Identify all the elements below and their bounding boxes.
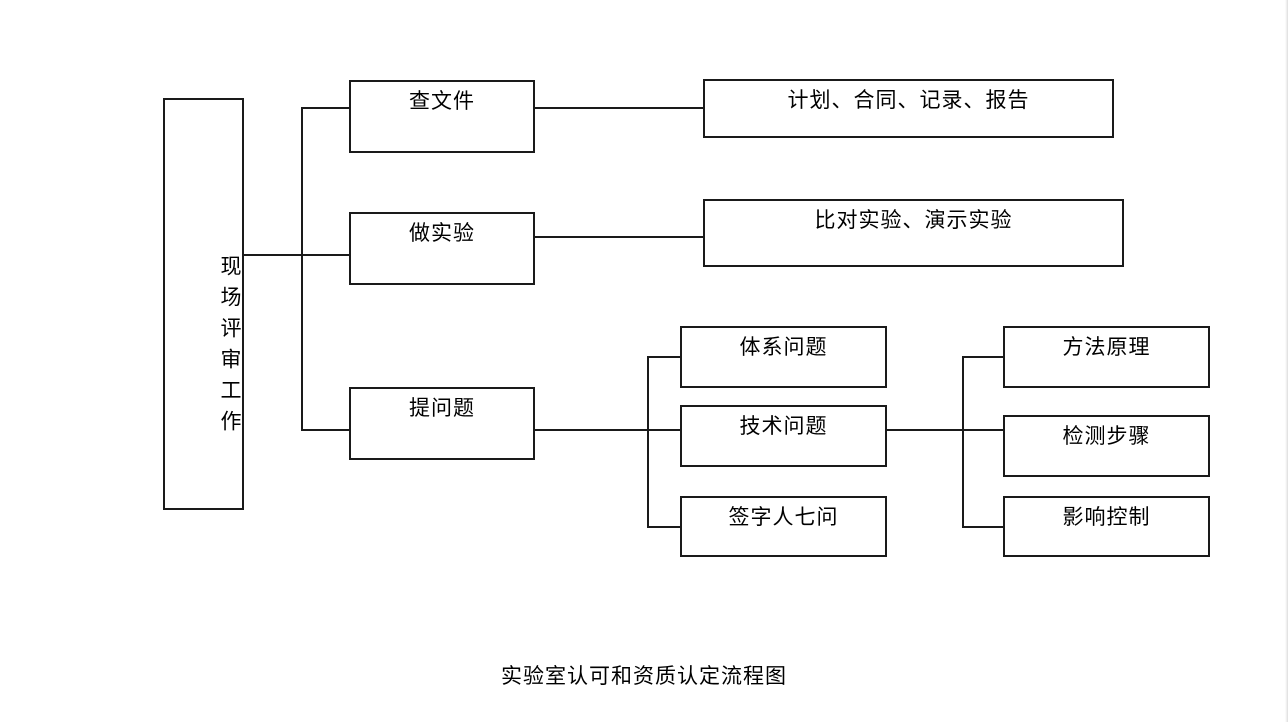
connector-bracket-level1 — [301, 107, 303, 431]
connector-bracket1-to-check-documents — [301, 107, 350, 109]
node-label: 技术问题 — [739, 414, 828, 438]
connector-technical-issues-to-bracket3 — [887, 429, 964, 431]
node-label: 现场评审工作 — [218, 255, 242, 441]
connector-bracket1-to-ask-questions — [301, 429, 350, 431]
node-method-principle[interactable]: 方法原理 — [1003, 326, 1210, 388]
connector-bracket3-to-test-steps — [962, 429, 1004, 431]
node-label: 检测步骤 — [1062, 424, 1151, 448]
node-influence-control[interactable]: 影响控制 — [1003, 496, 1210, 557]
node-technical-issues[interactable]: 技术问题 — [680, 405, 887, 467]
node-system-issues[interactable]: 体系问题 — [680, 326, 887, 388]
node-root-onsite-review[interactable]: 现场评审工作 — [163, 98, 244, 510]
connector-bracket2-to-technical-issues — [647, 429, 681, 431]
node-label: 计划、合同、记录、报告 — [787, 88, 1030, 112]
connector-do-experiment-to-comparison — [535, 236, 703, 238]
node-label: 查文件 — [409, 89, 475, 113]
connector-bracket3-to-method-principle — [962, 356, 1004, 358]
node-label: 方法原理 — [1062, 335, 1151, 359]
node-ask-questions[interactable]: 提问题 — [349, 387, 535, 460]
connector-bracket1-to-do-experiment — [301, 254, 350, 256]
connector-ask-questions-to-bracket2 — [535, 429, 649, 431]
node-label: 签字人七问 — [728, 505, 839, 529]
connector-check-documents-to-plan-records — [535, 107, 703, 109]
connector-root-to-bracket1 — [243, 254, 303, 256]
node-label: 做实验 — [409, 221, 475, 245]
node-label: 体系问题 — [739, 335, 828, 359]
connector-bracket2-to-system-issues — [647, 356, 681, 358]
node-label: 影响控制 — [1062, 505, 1151, 529]
connector-bracket2-to-signatory-questions — [647, 526, 681, 528]
node-check-documents[interactable]: 查文件 — [349, 80, 535, 153]
node-signatory-seven-questions[interactable]: 签字人七问 — [680, 496, 887, 557]
node-label: 比对实验、演示实验 — [814, 208, 1013, 232]
node-test-steps[interactable]: 检测步骤 — [1003, 415, 1210, 477]
diagram-caption: 实验室认可和资质认定流程图 — [501, 664, 787, 688]
node-plan-contract-records-report[interactable]: 计划、合同、记录、报告 — [703, 79, 1114, 138]
node-label: 提问题 — [409, 396, 475, 420]
page-edge-shadow — [1285, 0, 1288, 722]
node-comparison-demonstration-experiment[interactable]: 比对实验、演示实验 — [703, 199, 1124, 267]
connector-bracket-level3 — [962, 356, 964, 528]
connector-bracket3-to-influence-control — [962, 526, 1004, 528]
connector-bracket-level2 — [647, 356, 649, 528]
node-do-experiment[interactable]: 做实验 — [349, 212, 535, 285]
